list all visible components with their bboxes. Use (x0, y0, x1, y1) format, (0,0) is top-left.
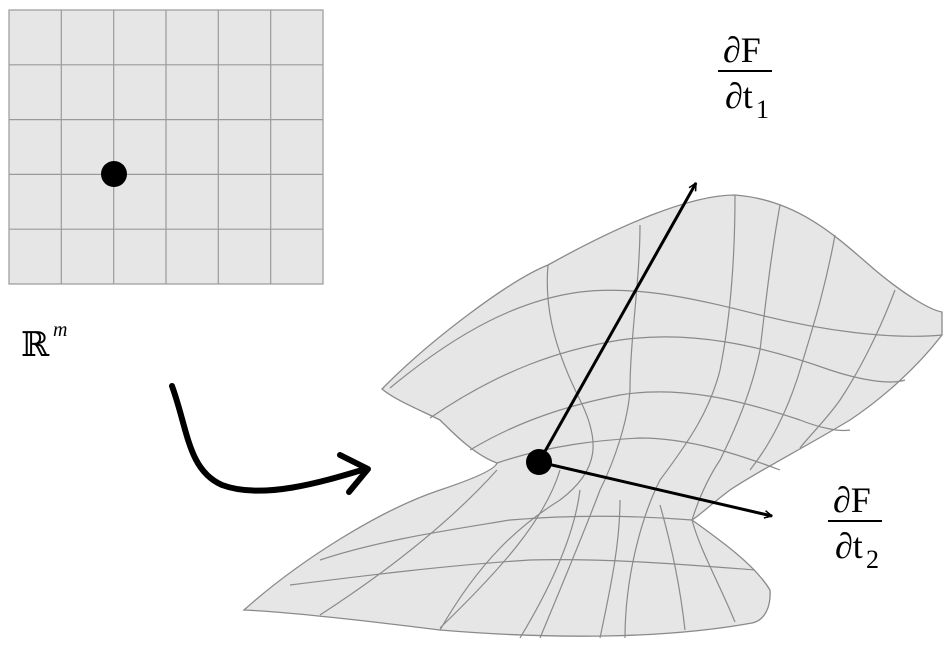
domain-exponent: m (53, 319, 67, 341)
surface-mesh (289, 194, 943, 639)
surface (242, 194, 943, 639)
surface-sheet (242, 194, 943, 637)
domain-label: ℝ m (21, 319, 67, 364)
domain-point (101, 161, 127, 187)
label-dF-dt1-subscript: 1 (756, 95, 769, 124)
curved-arrow-icon (169, 383, 371, 495)
label-dF-dt1: ∂F ∂t 1 (718, 30, 772, 124)
domain-grid-lines (9, 10, 323, 284)
label-dF-dt2-subscript: 2 (866, 545, 879, 574)
label-dF-dt1-denominator: ∂t (725, 76, 753, 116)
label-dF-dt1-numerator: ∂F (723, 30, 761, 70)
domain-grid (8, 9, 324, 285)
tangent-vector-t1 (537, 183, 698, 463)
domain-symbol: ℝ (21, 327, 50, 364)
label-dF-dt2-denominator: ∂t (835, 526, 863, 566)
label-dF-dt2: ∂F ∂t 2 (828, 480, 882, 574)
label-dF-dt2-numerator: ∂F (833, 480, 871, 520)
tangent-vector-t2 (538, 460, 772, 516)
